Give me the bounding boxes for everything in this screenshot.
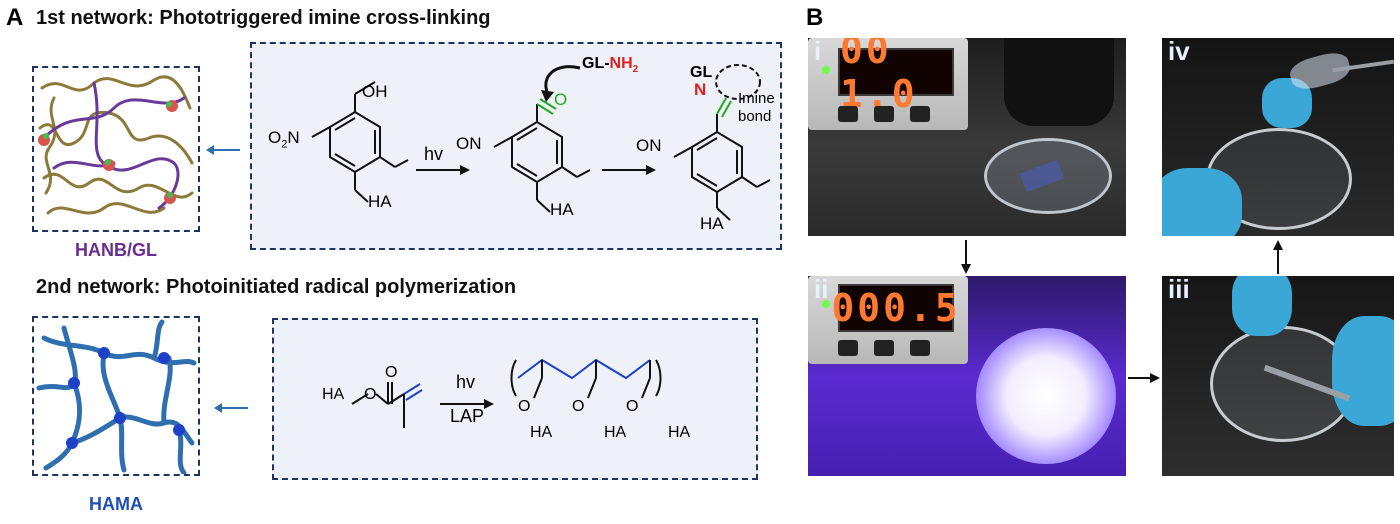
ha-label-3: HA bbox=[700, 214, 724, 233]
photo-iv-numeral: iv bbox=[1168, 38, 1190, 66]
nh2-sub: 2 bbox=[632, 64, 639, 76]
photo-ii-numeral: ii bbox=[814, 276, 829, 304]
photo-ii: 000.5 ii bbox=[808, 276, 1126, 476]
imine-line2: bond bbox=[738, 108, 772, 125]
arrow-to-network2 bbox=[214, 403, 248, 413]
nitro-sub: 2 bbox=[281, 138, 288, 151]
nitro-n: N bbox=[287, 128, 300, 147]
photo-iii: iii bbox=[1162, 276, 1394, 476]
hama-network-graphic bbox=[36, 319, 197, 476]
hanb-gl-network-graphic bbox=[38, 75, 194, 215]
oh-label: OH bbox=[362, 82, 388, 101]
lap-label: LAP bbox=[450, 406, 485, 426]
gloved-hand-bottom-left bbox=[1162, 168, 1242, 236]
hanb-gl-label: HANB/GL bbox=[75, 240, 157, 260]
on-label-1: ON bbox=[456, 134, 482, 153]
hanb-gl-network-diagram bbox=[32, 66, 200, 232]
network1-heading: 1st network: Phototriggered imine cross-… bbox=[36, 7, 491, 29]
status-led-i bbox=[822, 66, 830, 74]
imine-scheme-graphic bbox=[311, 64, 771, 221]
imine-line1: Imine bbox=[738, 90, 775, 107]
timer-key-1 bbox=[838, 106, 858, 122]
timer-display-ii: 000.5 bbox=[831, 284, 961, 332]
arrow-iii-to-iv bbox=[1273, 240, 1283, 274]
ha-polymer-3: HA bbox=[668, 424, 691, 441]
ha-label-1: HA bbox=[368, 192, 392, 211]
polymerization-scheme-graphic bbox=[351, 358, 662, 428]
ha-monomer-label: HA bbox=[322, 386, 345, 403]
arrow-to-network1 bbox=[206, 145, 240, 155]
nitro-label: O2N bbox=[268, 128, 300, 150]
o-polymer-3: O bbox=[626, 398, 639, 415]
o-polymer-2: O bbox=[572, 398, 585, 415]
hydrogel-film bbox=[1287, 48, 1353, 94]
panel-a-letter: A bbox=[6, 4, 24, 31]
uv-glowing-dish bbox=[976, 328, 1116, 464]
o-monomer-carbonyl: O bbox=[385, 364, 398, 381]
o-polymer-1: O bbox=[518, 398, 531, 415]
arrow-ii-to-iii bbox=[1128, 373, 1160, 383]
ha-polymer-2: HA bbox=[604, 424, 627, 441]
hama-network-diagram bbox=[32, 316, 200, 476]
panel-b-letter: B bbox=[806, 4, 824, 31]
photo-i-numeral: i bbox=[814, 38, 822, 66]
timer-key-5 bbox=[874, 340, 894, 356]
ha-label-2: HA bbox=[550, 200, 574, 219]
arrow-i-to-ii bbox=[961, 240, 971, 274]
timer-display-i: 00 1.0 bbox=[838, 38, 954, 116]
network2-heading: 2nd network: Photoinitiated radical poly… bbox=[36, 276, 517, 298]
hama-label: HAMA bbox=[89, 494, 143, 514]
hv-label-1: hv bbox=[424, 144, 444, 164]
petri-dish-iii bbox=[1210, 326, 1356, 442]
gl-prefix: GL- bbox=[582, 55, 610, 72]
photo-iv: iv bbox=[1162, 38, 1394, 236]
imine-n-label: N bbox=[694, 80, 707, 99]
photo-iii-numeral: iii bbox=[1168, 276, 1190, 304]
timer-key-2 bbox=[874, 106, 894, 122]
gl-amine-label: GL-NH2 bbox=[582, 55, 638, 75]
hv-label-2: hv bbox=[456, 372, 476, 392]
uv-lamp-head-i bbox=[1004, 38, 1114, 126]
gloved-hand-right bbox=[1332, 316, 1394, 426]
status-led-ii bbox=[822, 300, 830, 308]
timer-key-4 bbox=[838, 340, 858, 356]
radical-polymerization-scheme bbox=[272, 318, 758, 480]
ha-polymer-1: HA bbox=[530, 424, 553, 441]
gloved-hand-top bbox=[1232, 276, 1292, 336]
timer-key-6 bbox=[910, 340, 930, 356]
on-label-2: ON bbox=[636, 136, 662, 155]
carbonyl-o-label: O bbox=[554, 90, 568, 109]
timer-key-3 bbox=[910, 106, 930, 122]
nitro-o: O bbox=[268, 128, 282, 147]
nh2-text: NH bbox=[609, 55, 633, 72]
photo-i: 00 1.0 i bbox=[808, 38, 1126, 236]
o-monomer-label: O bbox=[364, 386, 377, 403]
gl-imine-label: GL bbox=[690, 64, 713, 81]
